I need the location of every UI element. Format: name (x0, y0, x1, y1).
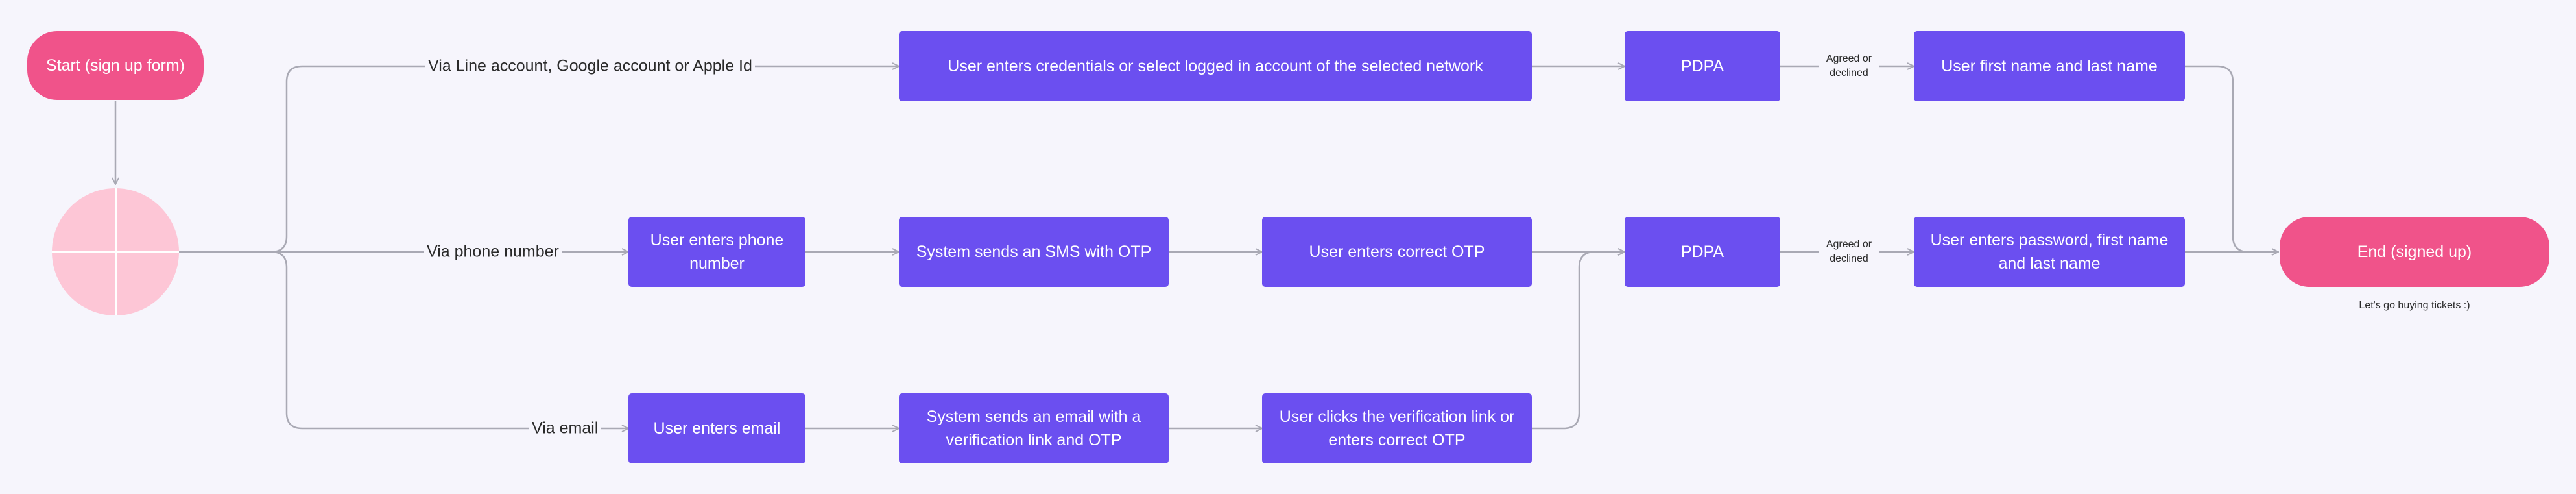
enter-phone-label: User enters phone number (650, 231, 784, 273)
pdpa-social-result-label: Agreed or declined (1819, 52, 1879, 80)
password-name-node: User enters password, first name and las… (1914, 217, 2185, 287)
end-node-label: End (signed up) (2357, 243, 2472, 261)
enter-email-label: User enters email (653, 419, 781, 438)
start-node-label: Start (sign up form) (46, 56, 185, 75)
pdpa-main-label: PDPA (1680, 243, 1724, 261)
start-node: Start (sign up form) (27, 31, 204, 100)
sms-otp-label: System sends an SMS with OTP (916, 243, 1152, 261)
pdpa-main-result-label: Agreed or declined (1819, 238, 1879, 266)
sms-otp-node: System sends an SMS with OTP (899, 217, 1169, 287)
enter-email-node: User enters email (628, 393, 805, 463)
branch-label-social: Via Line account, Google account or Appl… (425, 56, 755, 76)
connector-name-to-end (2185, 65, 2278, 252)
connector-branch-social (270, 66, 899, 253)
decision-divider-vertical (115, 188, 117, 315)
pdpa-social-node: PDPA (1625, 31, 1780, 101)
password-name-label: User enters password, first name and las… (1930, 231, 2169, 273)
end-node: End (signed up) (2280, 217, 2549, 287)
click-link-label: User clicks the verification link or ent… (1279, 408, 1515, 449)
social-name-label: User first name and last name (1941, 57, 2158, 75)
email-link-node: System sends an email with a verificatio… (899, 393, 1169, 463)
branch-label-email: Via email (529, 419, 601, 438)
pdpa-social-label: PDPA (1680, 57, 1724, 75)
email-link-label: System sends an email with a verificatio… (926, 408, 1141, 449)
social-name-node: User first name and last name (1914, 31, 2185, 101)
end-caption: Let's go buying tickets :) (2359, 300, 2470, 311)
social-credentials-label: User enters credentials or select logged… (948, 57, 1483, 75)
branch-decision-node (52, 188, 179, 315)
correct-otp-label: User enters correct OTP (1309, 243, 1485, 261)
click-link-node: User clicks the verification link or ent… (1262, 393, 1532, 463)
connector-click-to-pdpa (1532, 252, 1625, 430)
connector-branch-email (270, 251, 628, 428)
social-credentials-node: User enters credentials or select logged… (899, 31, 1532, 101)
pdpa-main-node: PDPA (1625, 217, 1780, 287)
enter-phone-node: User enters phone number (628, 217, 805, 287)
branch-label-phone: Via phone number (424, 242, 562, 262)
correct-otp-node: User enters correct OTP (1262, 217, 1532, 287)
